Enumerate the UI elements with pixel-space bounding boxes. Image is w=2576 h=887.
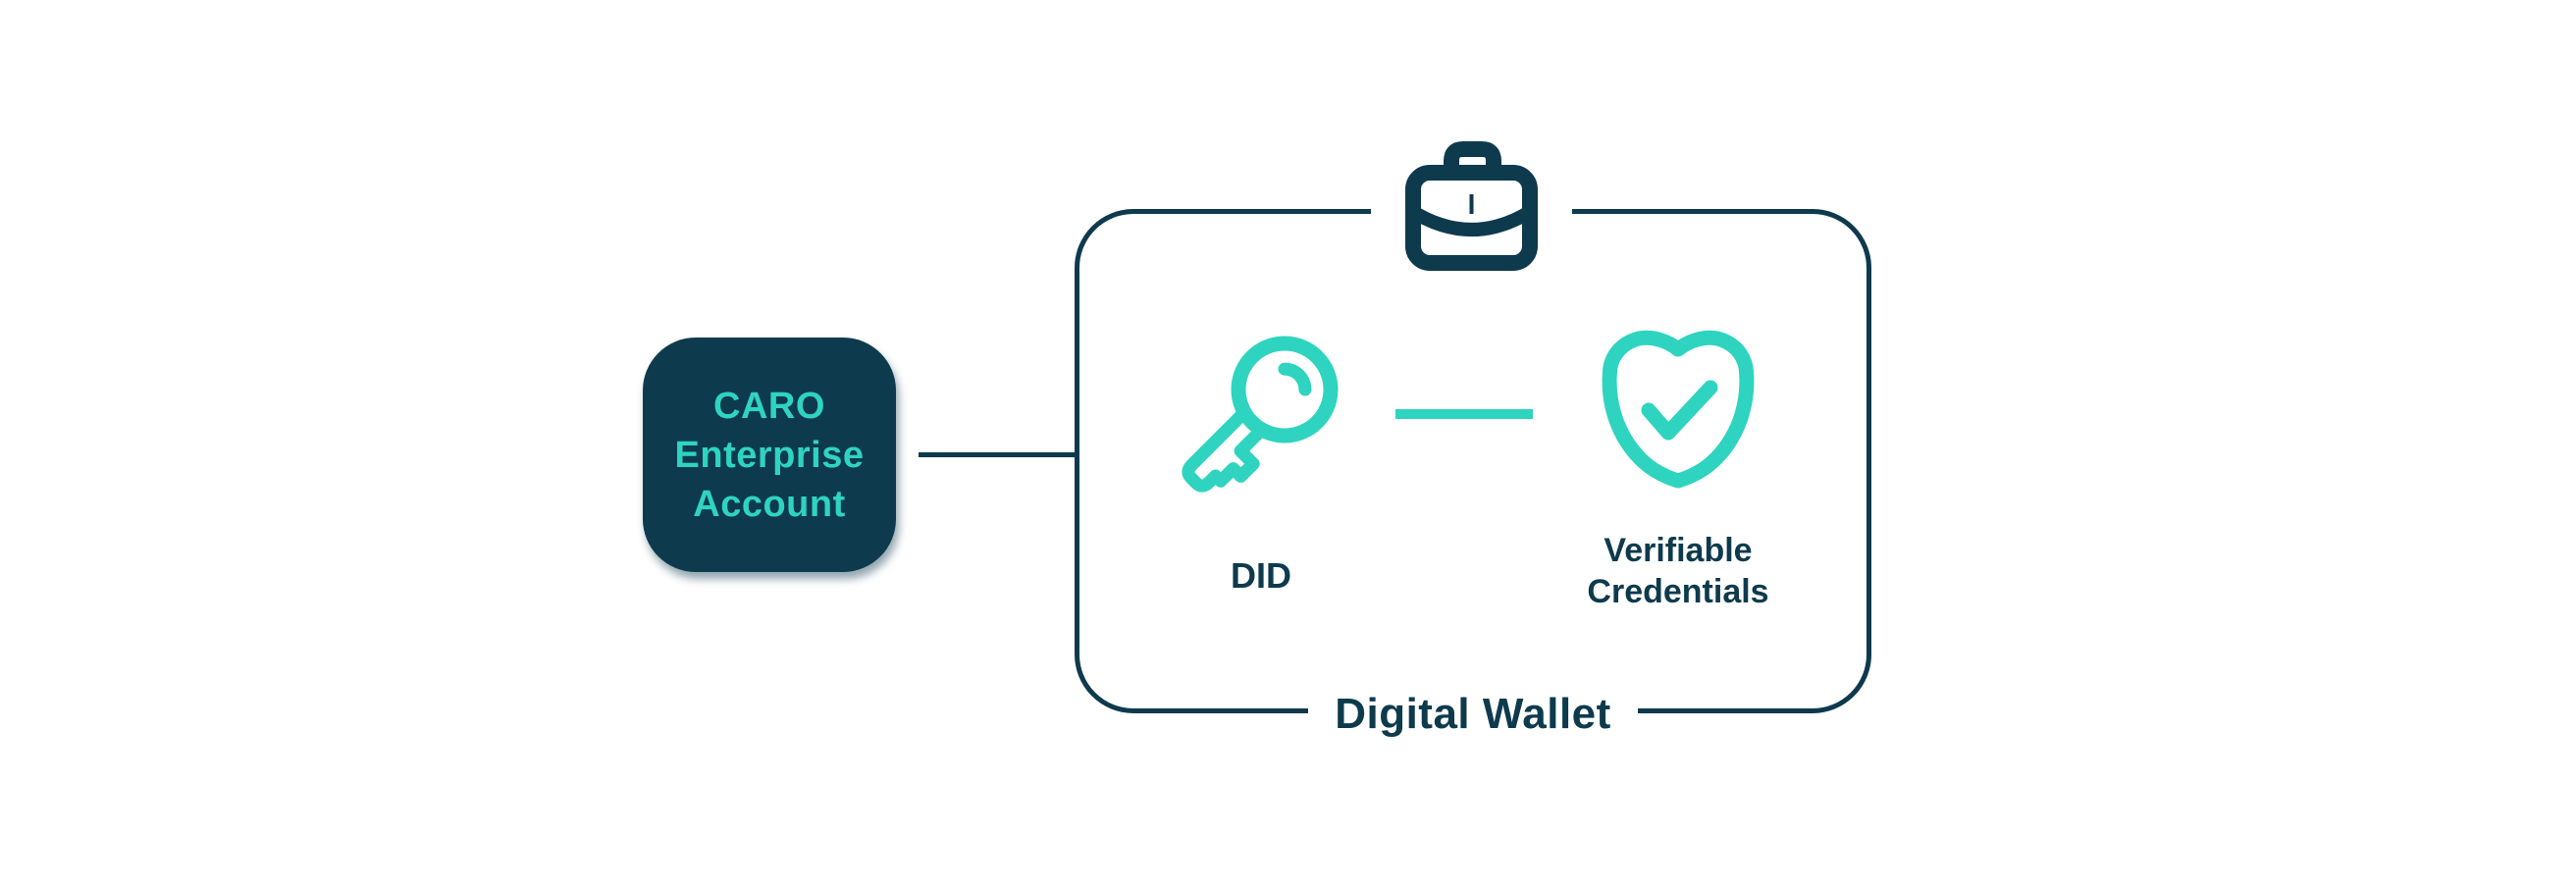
shield-icon-wrap (1593, 325, 1763, 496)
verifiable-credentials-line: Credentials (1587, 573, 1769, 610)
briefcase-icon (1404, 140, 1538, 271)
wallet-header-icon-wrap (1371, 133, 1572, 277)
verifiable-credentials-line: Verifiable (1603, 532, 1753, 569)
did-credentials-connector-line (1395, 409, 1533, 419)
did-label: DID (1231, 555, 1291, 596)
key-icon-wrap (1178, 327, 1344, 496)
digital-wallet-title: Digital Wallet (1308, 688, 1638, 741)
shield-check-icon (1602, 330, 1755, 489)
caro-enterprise-account-node: CARO Enterprise Account (643, 338, 896, 572)
account-label-line: CARO (713, 385, 825, 427)
key-icon (1182, 336, 1339, 493)
account-label-line: Account (693, 483, 846, 525)
verifiable-credentials-label: Verifiable Credentials (1555, 530, 1801, 612)
account-wallet-connector-line (919, 452, 1076, 457)
account-label-line: Enterprise (674, 434, 865, 476)
